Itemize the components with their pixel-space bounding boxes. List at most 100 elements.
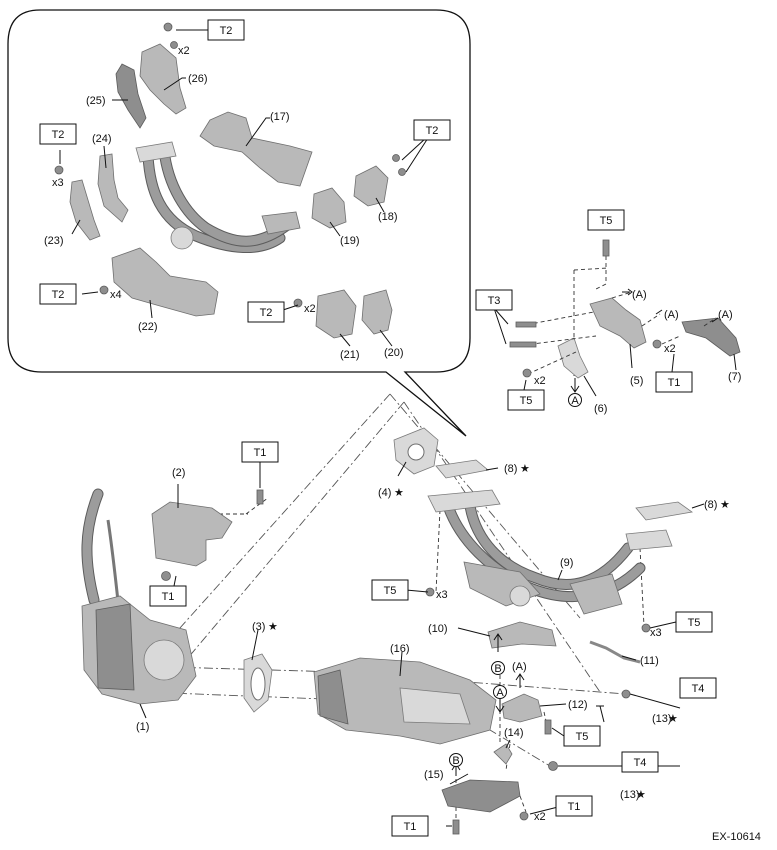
nut-icon	[99, 285, 109, 295]
quantity-label: x3	[650, 627, 662, 639]
ref-circle-b: B	[449, 753, 463, 767]
part-label: (9)	[560, 557, 573, 569]
part-label: (13)	[620, 789, 640, 801]
quantity-label: x3	[52, 177, 64, 189]
torque-box-t1: T1	[655, 371, 693, 393]
figure-id: EX-10614	[712, 831, 761, 843]
part-23-shape	[69, 179, 101, 241]
svg-text:T1: T1	[668, 377, 681, 389]
part-18-shape	[353, 165, 389, 207]
bolt-icon	[256, 489, 264, 505]
part-label: (11)	[640, 655, 659, 667]
part-6-shape	[557, 337, 589, 379]
torque-box-t2: T2	[39, 283, 77, 305]
ref-label-a: (A)	[718, 309, 733, 321]
torque-box-t1: T1	[241, 441, 279, 463]
svg-text:T1: T1	[568, 801, 581, 813]
part-12-shape	[501, 693, 543, 723]
torque-box-t2: T2	[39, 123, 77, 145]
torque-box-t2: T2	[413, 119, 451, 141]
part-label: (5)	[630, 375, 643, 387]
nut-icon	[293, 298, 303, 308]
part-25-shape	[115, 63, 147, 129]
quantity-label: x3	[436, 589, 448, 601]
part-label: (12)	[568, 699, 588, 711]
svg-text:B: B	[494, 663, 501, 675]
ref-circle-a: A	[568, 393, 582, 407]
torque-box-t1: T1	[149, 585, 187, 607]
part-20-shape	[361, 289, 393, 335]
torque-box-t1: T1	[555, 795, 593, 817]
torque-box-t5: T5	[563, 725, 601, 747]
ref-circle-a: A	[493, 685, 507, 699]
star-icon: ★	[268, 621, 278, 633]
svg-text:T5: T5	[576, 731, 589, 743]
ref-circle-b: B	[491, 661, 505, 675]
part-label: (21)	[340, 349, 360, 361]
part-label: (18)	[378, 211, 398, 223]
svg-text:T5: T5	[384, 585, 397, 597]
part-19-shape	[311, 187, 347, 229]
part-label: (8)	[504, 463, 517, 475]
bolt-icon	[544, 719, 552, 735]
part-label: (6)	[594, 403, 607, 415]
part-label: (16)	[390, 643, 410, 655]
part-label: (17)	[270, 111, 290, 123]
quantity-label: x2	[534, 811, 546, 823]
nut-icon	[621, 689, 631, 699]
svg-text:T2: T2	[52, 129, 65, 141]
svg-text:B: B	[452, 755, 459, 767]
part-9-flange-left	[427, 489, 501, 513]
manifold-flange-right	[261, 211, 301, 235]
part-9-flange-right	[625, 529, 673, 551]
part-22-shape	[111, 247, 219, 317]
nut-icon	[652, 339, 662, 349]
bolt-icon	[602, 239, 610, 257]
part-label: (15)	[424, 769, 444, 781]
quantity-label: x2	[664, 343, 676, 355]
torque-box-t5: T5	[507, 389, 545, 411]
part-11-shape	[589, 640, 641, 664]
part-label: (23)	[44, 235, 64, 247]
part-17-shape	[199, 111, 313, 187]
manifold-flange-mid	[170, 226, 194, 250]
nut-icon	[54, 165, 64, 175]
part-9-cat-b	[569, 573, 623, 615]
bolt-icon	[392, 154, 400, 162]
nut-icon	[170, 41, 178, 49]
nut-icon	[522, 368, 532, 378]
ref-label-a: (A)	[512, 661, 527, 673]
nut-icon	[519, 811, 529, 821]
part-label: (13)	[652, 713, 672, 725]
star-icon: ★	[668, 713, 678, 725]
part-5-shape	[589, 297, 647, 349]
part-label: (20)	[384, 347, 404, 359]
part-8-shape-a	[435, 459, 489, 479]
bolt-icon	[163, 22, 173, 32]
svg-text:T2: T2	[426, 125, 439, 137]
part-14-shape	[493, 743, 513, 765]
svg-text:T2: T2	[52, 289, 65, 301]
svg-text:T1: T1	[162, 591, 175, 603]
svg-text:A: A	[571, 395, 579, 407]
part-26-shape	[139, 43, 187, 115]
quantity-label: x4	[110, 289, 122, 301]
svg-text:T2: T2	[260, 307, 273, 319]
part-8-shape-b	[635, 501, 694, 521]
manifold-flange-top	[135, 141, 177, 163]
part-label: (7)	[728, 371, 741, 383]
bolt-icon	[398, 168, 406, 176]
torque-box-t1: T1	[391, 815, 429, 837]
part-label: (10)	[428, 623, 448, 635]
detail-callout-bubble	[7, 9, 471, 437]
svg-text:A: A	[496, 687, 504, 699]
part-label: (24)	[92, 133, 112, 145]
bolt-icon	[515, 321, 537, 328]
quantity-label: x2	[178, 45, 190, 57]
part-label: (22)	[138, 321, 158, 333]
torque-box-t5: T5	[587, 209, 625, 231]
torque-box-t4: T4	[621, 751, 659, 773]
svg-text:T3: T3	[488, 295, 501, 307]
svg-text:T4: T4	[634, 757, 647, 769]
